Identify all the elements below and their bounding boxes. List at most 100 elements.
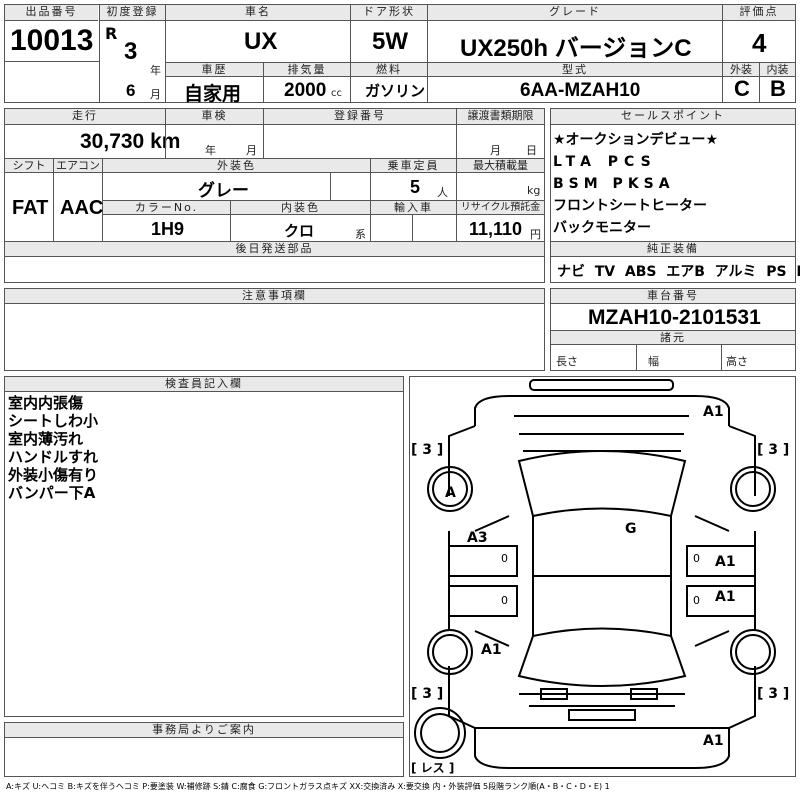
equipment-header: 純正装備 — [551, 242, 795, 257]
displacement: 2000 — [284, 80, 327, 101]
max-load-unit: kg — [527, 184, 541, 197]
lot-header: 出品番号 — [5, 5, 98, 21]
grade-header: グレード — [428, 5, 722, 21]
inspection-month-unit: 月 — [246, 144, 257, 157]
ext-color-header: 外装色 — [103, 159, 370, 173]
first-reg-era: R — [105, 24, 118, 43]
transfer-month-unit: 月 — [490, 144, 501, 157]
mileage: 30,730 km — [80, 130, 181, 153]
transfer-day-unit: 日 — [526, 144, 537, 157]
spec-width: 幅 — [648, 355, 659, 368]
inspector-note: バンパー下A — [8, 484, 96, 502]
panel-zero: 0 — [501, 552, 508, 565]
reg-no-header: 登録番号 — [264, 109, 456, 125]
model-header: 型式 — [428, 63, 722, 77]
int-color-header: 内装色 — [231, 201, 370, 215]
panel-bracket: [ 3 ] — [411, 442, 443, 458]
sales-points-header: セールスポイント — [551, 109, 795, 125]
inspection-header: 車検 — [166, 109, 263, 125]
color-no: 1H9 — [151, 219, 185, 239]
lot-number: 10013 — [10, 24, 94, 57]
inspector-note: 外装小傷有り — [8, 466, 99, 484]
aircon: AAC — [60, 197, 104, 219]
equipment-item: アルミ — [714, 264, 757, 280]
displacement-unit: cc — [331, 88, 342, 99]
car-name: UX — [244, 28, 278, 55]
displacement-header: 排気量 — [264, 63, 350, 77]
capacity: 5 — [410, 177, 421, 197]
sales-point-item: ★オークションデビュー★ — [553, 132, 719, 148]
color-no-header: カラーNo. — [103, 201, 230, 215]
caution-header: 注意事項欄 — [5, 289, 544, 304]
equipment-item: ナビ — [557, 264, 585, 280]
model-code: 6AA-MZAH10 — [520, 80, 641, 101]
damage-mark: A1 — [715, 589, 736, 605]
equipment-item: PW — [796, 264, 800, 280]
aircon-header: エアコン — [54, 159, 102, 173]
recycle-unit: 円 — [530, 228, 541, 241]
damage-mark: A — [445, 485, 456, 501]
first-reg-year: 3 — [124, 38, 138, 65]
exterior-score: C — [734, 76, 750, 101]
inspector-note: ハンドルすれ — [8, 448, 99, 466]
car-history: 自家用 — [184, 83, 242, 105]
inspector-note: 室内薄汚れ — [8, 430, 84, 448]
history-header: 車歴 — [166, 63, 263, 77]
sales-point-item: フロントシートヒーター — [553, 198, 707, 214]
door-header: ドア形状 — [351, 5, 427, 21]
first-reg-month: 6 — [126, 81, 136, 100]
inspection-year-unit: 年 — [205, 144, 216, 157]
damage-mark: G — [625, 521, 637, 537]
shift: FAT — [12, 197, 49, 219]
fuel: ガソリン — [365, 82, 426, 100]
recycle-header: リサイクル預託金 — [457, 201, 544, 215]
panel-bracket: [ 3 ] — [411, 686, 443, 702]
first-reg-header: 初度登録 — [100, 5, 165, 21]
specs-header: 諸元 — [551, 331, 795, 345]
later-parts-header: 後日発送部品 — [5, 242, 544, 257]
panel-bracket: [ 3 ] — [757, 686, 789, 702]
first-reg-year-unit: 年 — [150, 64, 161, 77]
damage-mark: A1 — [703, 404, 724, 420]
inspector-note: 室内内張傷 — [8, 394, 84, 412]
office-header: 事務局よりご案内 — [5, 723, 403, 738]
chassis-number: MZAH10-2101531 — [588, 306, 761, 329]
ext-color: グレー — [198, 181, 249, 201]
lot-label: 出品番号 — [25, 5, 78, 18]
first-reg-month-unit: 月 — [150, 88, 161, 101]
score-ext-header: 外装 — [723, 63, 759, 77]
legend: A:キズ U:ヘコミ B:キズを伴うヘコミ P:要塗装 W:補修跡 S:錆 C:… — [6, 782, 610, 791]
equipment-item: エアB — [666, 264, 705, 280]
equipment-item: ABS — [624, 264, 657, 280]
damage-mark: A1 — [481, 642, 502, 658]
damage-mark: A3 — [467, 530, 488, 546]
inspector-note: シートしわ小 — [8, 412, 99, 430]
sales-point-item: BSM PKSA — [553, 176, 675, 192]
interior-score: B — [770, 76, 786, 101]
max-load-header: 最大積載量 — [457, 159, 544, 173]
spare-tire-label: [ レス ] — [411, 761, 454, 775]
equipment-list: ナビ TV ABS エアB アルミ PS PW — [557, 261, 800, 281]
import-header: 輸入車 — [371, 201, 456, 215]
int-color: クロ — [284, 222, 315, 240]
chassis-header: 車台番号 — [551, 289, 795, 304]
sales-point-item: バックモニター — [553, 220, 651, 236]
panel-bracket: [ 3 ] — [757, 442, 789, 458]
panel-zero: 0 — [693, 552, 700, 565]
int-color-unit: 系 — [355, 228, 366, 241]
panel-zero: 0 — [693, 594, 700, 607]
score-header: 評価点 — [723, 5, 795, 21]
spec-height: 高さ — [726, 355, 748, 368]
overall-score: 4 — [752, 28, 767, 58]
capacity-unit: 人 — [437, 186, 448, 199]
score-int-header: 内装 — [760, 63, 795, 77]
door-type: 5W — [372, 28, 408, 55]
car-diagram: A1 A A3 G A1 A1 A1 A1 [ 3 ] [ 3 ] [ 3 ] … — [411, 379, 789, 775]
sales-point-item: LTA PCS — [553, 154, 657, 170]
inspector-block — [4, 376, 404, 717]
panel-zero: 0 — [501, 594, 508, 607]
damage-mark: A1 — [703, 733, 724, 749]
spec-length: 長さ — [556, 355, 578, 368]
grade: UX250h バージョンC — [460, 35, 692, 62]
inspector-header: 検査員記入欄 — [5, 377, 403, 392]
